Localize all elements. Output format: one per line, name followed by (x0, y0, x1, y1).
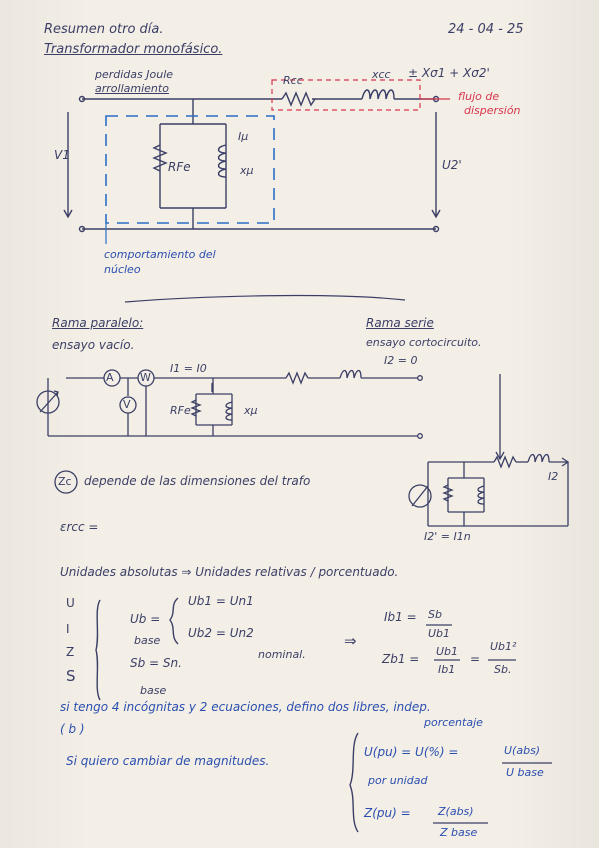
circuit3-wires (408, 453, 570, 527)
wattmeter-letter: W (140, 371, 151, 384)
rcc-label: Rcc (283, 74, 303, 87)
rfe-label: RFe (168, 160, 191, 174)
ub-eq: Ub = (130, 612, 161, 626)
label-losses: perdidas Joule (95, 68, 174, 81)
upu-den: U base (506, 766, 544, 779)
v2-label: U2' (442, 158, 462, 172)
por-unidad: por unidad (368, 774, 428, 787)
brace-group (95, 597, 359, 833)
iu-label: Iμ (238, 130, 249, 143)
i2-in-label: I2' = I1n (424, 530, 471, 543)
zc-circle-ring (54, 470, 78, 494)
rfe2-label: RFe (170, 404, 191, 417)
upu-eq: U(pu) = U(%) = (364, 745, 459, 759)
ercc-text: εrcc = (60, 520, 99, 534)
zc-text: Zc (58, 475, 72, 488)
zb1-eq: Zb1 = (382, 652, 420, 666)
zb1-num: Ub1 (436, 645, 459, 658)
xcc-label: xcc (372, 68, 391, 81)
base2: base (140, 684, 167, 697)
zb1-num2: Ub1² (490, 640, 517, 653)
nominal: nominal. (258, 648, 306, 661)
ib1-den: Ub1 (428, 627, 451, 640)
v1-label: V1 (54, 148, 70, 162)
xu-label: xμ (240, 164, 254, 177)
var-s: S (66, 667, 76, 685)
zb1-den: Ib1 (438, 663, 456, 676)
rama-serie: Rama serie (366, 316, 434, 330)
change-text: Si quiero cambiar de magnitudes. (66, 754, 270, 768)
implies-arrow: ⇒ (344, 632, 357, 650)
i2-label: I2 (548, 470, 559, 483)
ib1-eq: Ib1 = (384, 610, 417, 624)
i1-io-label: I1 = I0 (170, 362, 207, 375)
title-line2: Transformador monofásico. (44, 42, 223, 57)
var-z: Z (66, 645, 75, 659)
note1: si tengo 4 incógnitas y 2 ecuaciones, de… (60, 700, 431, 714)
zb1-den2: Sb. (494, 663, 512, 676)
zpu-num: Z(abs) (438, 805, 474, 818)
blue-dashed-box (105, 115, 275, 224)
flujo-label: flujo de (458, 90, 500, 103)
zpu-eq: Z(pu) = (364, 806, 411, 820)
upu-num: U(abs) (504, 744, 541, 757)
nucleo-label2: núcleo (104, 263, 141, 276)
xcc-formula: ± Xσ1 + Xσ2' (408, 66, 490, 80)
separator-curve (124, 294, 406, 303)
dispersion-label: dispersión (464, 104, 521, 117)
ammeter-letter: A (106, 371, 114, 384)
depends-text: depende de las dimensiones del trafo (84, 474, 311, 488)
ub1-eq: Ub1 = Un1 (188, 594, 254, 608)
nucleo-label1: comportamiento del (104, 248, 216, 261)
red-dashed-box (271, 79, 421, 111)
fraction-bars (426, 624, 552, 824)
base1: base (134, 634, 161, 647)
var-i: I (66, 622, 70, 636)
note-b: ( b ) (60, 722, 85, 736)
circuit1-wires (63, 89, 441, 233)
rama-paralelo: Rama paralelo: (52, 316, 144, 330)
date: 24 - 04 - 25 (448, 22, 524, 37)
sb-eq: Sb = Sn. (130, 656, 182, 670)
title-line1: Resumen otro día. (44, 22, 164, 37)
porcentaje: porcentaje (424, 716, 483, 729)
circuit2-wires (36, 369, 505, 461)
zpu-den: Z base (440, 826, 478, 839)
voltmeter-letter: V (123, 398, 131, 411)
var-u: U (66, 596, 75, 610)
units-line: Unidades absolutas ⇒ Unidades relativas … (60, 565, 399, 579)
ensayo-vacio: ensayo vacío. (52, 338, 135, 352)
ib1-num: Sb (428, 608, 442, 621)
label-losses2: arrollamiento (95, 82, 169, 95)
ub2-eq: Ub2 = Un2 (188, 626, 254, 640)
zb1-eq2: = (470, 652, 481, 666)
ensayo-cc: ensayo cortocircuito. (366, 336, 482, 349)
i2-zero-label: I2 = 0 (384, 354, 418, 367)
xu2-label: xμ (244, 404, 258, 417)
